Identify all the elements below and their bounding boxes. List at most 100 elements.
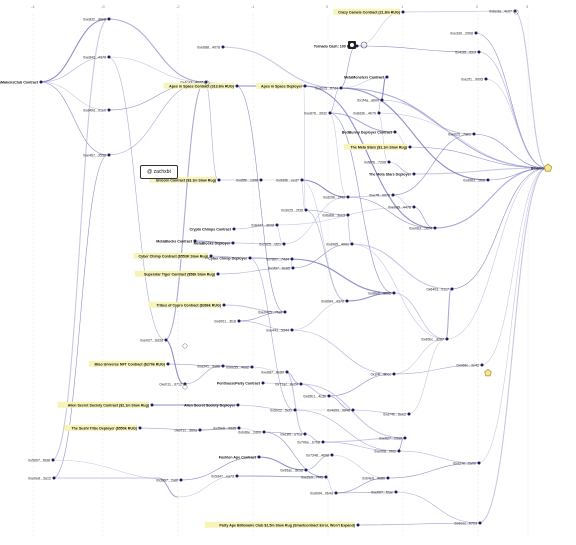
node[interactable]: 0xe011...9712 <box>159 382 182 386</box>
node[interactable]: 0xd0bc...d207 <box>421 337 444 341</box>
node[interactable]: The Meta Stars ($1.1m Slow Rug) <box>344 143 408 150</box>
node[interactable]: 0xd084...4370 <box>321 299 344 303</box>
node[interactable]: 0x95ac...de12 <box>280 468 303 472</box>
diamond-marker[interactable] <box>484 369 492 377</box>
node[interactable]: 0xe2f1...9095 <box>461 77 483 81</box>
node[interactable]: 0xe025...7ab1 <box>448 132 471 136</box>
node[interactable]: 0x9d9b...eed7 <box>276 178 299 182</box>
node[interactable]: 0x3025...2f35 <box>281 208 303 212</box>
node[interactable]: 0x4d93...9848 <box>327 408 350 412</box>
node[interactable]: Fashion Ape Contract <box>219 455 257 459</box>
node[interactable]: The Meta Stars Deployer <box>369 172 412 176</box>
node[interactable]: 0xa341...3a88 <box>197 364 220 368</box>
node[interactable]: 0xd963...1f26 <box>463 178 485 182</box>
node[interactable]: 0x6a68...3ee3 <box>322 213 345 217</box>
node[interactable]: BedBunny Deployer Contract <box>342 130 393 134</box>
node-label: The Meta Stars ($1.1m Slow Rug) <box>350 145 407 149</box>
node[interactable]: 0xe687...8e89 <box>261 370 284 374</box>
node[interactable]: 0x1f4f...8bcc <box>371 372 392 376</box>
node[interactable]: 0x3697...2a6f <box>156 478 178 482</box>
node[interactable]: 0xd094...0b4d <box>310 491 333 495</box>
node[interactable]: 0xe3d9...2008 <box>450 31 473 35</box>
node[interactable]: Apes in Space Deployer <box>256 82 303 89</box>
node[interactable]: 0xf876...7206 <box>364 160 386 164</box>
node[interactable]: 0xd5b1...4c3b <box>303 394 326 398</box>
node[interactable]: 0xd29b...2f4d <box>323 195 345 199</box>
node[interactable]: 0xd49d...01e0 <box>83 108 106 112</box>
node[interactable]: 0xe027...6d3d <box>140 338 163 342</box>
node[interactable]: 0xe0425...7fad <box>258 310 282 314</box>
node[interactable]: 0xd27e...2a00 <box>453 461 476 465</box>
node[interactable]: MetaBlocks Deployer <box>194 241 231 245</box>
node[interactable]: 0xbeda...4e07 <box>489 9 512 13</box>
node[interactable]: 0xb4e9...9080 <box>362 476 385 480</box>
node[interactable]: Unicorn Contract ($3.1m Slow Rug) <box>149 176 217 183</box>
node[interactable]: 0xd5fb...1d98 <box>236 178 258 182</box>
node[interactable]: Tornado Cash: 100 ETH <box>314 44 355 48</box>
node[interactable]: Crypto Chimps Contract <box>189 227 231 231</box>
node[interactable]: 0x2025...1f21 <box>259 242 281 246</box>
node[interactable]: 0x35e6...3dd5 <box>213 426 236 430</box>
node[interactable]: 0x7807...74d4 <box>266 257 289 261</box>
node[interactable]: 0xd001...3fc8 <box>214 319 236 323</box>
node[interactable]: 0x6403...0117 <box>426 287 449 291</box>
node[interactable]: 0xbd6e...2d00 <box>238 430 261 434</box>
node[interactable]: 0x1f97...6e65 <box>268 266 290 270</box>
node[interactable]: 0xe688...4078 <box>197 45 220 49</box>
node[interactable]: 0xe011...360a <box>174 428 197 432</box>
node[interactable]: PenthouseParty Contract <box>217 381 261 385</box>
binance-marker[interactable] <box>543 163 553 172</box>
node[interactable]: Party Ape Billionaire Club $1.5m Slow Ru… <box>204 521 356 528</box>
node[interactable]: 0xbe55...4bd2 <box>226 365 249 369</box>
node[interactable]: Crazy Camels Contract (21.8m RUG) <box>333 8 401 15</box>
node[interactable]: Superstar Tiger Contract ($58k Slow Rug) <box>135 270 216 277</box>
node[interactable]: 0x70be...b7b8 <box>297 440 320 444</box>
node[interactable]: 0x5022...5ef1 <box>270 408 292 412</box>
node[interactable]: Binance <box>531 166 545 170</box>
node[interactable]: CryptoMakensClub Contract <box>0 80 39 84</box>
node[interactable]: 0xe832...90e8 <box>83 17 106 21</box>
node[interactable]: Cyber Chimp Contract ($553K Slow Rug) <box>133 252 209 259</box>
node[interactable]: 0xe063...1604 <box>409 226 432 230</box>
node[interactable]: 0x7348...4b68 <box>306 453 329 457</box>
node[interactable]: 0x5d47...ea73 <box>211 474 234 478</box>
node[interactable]: 0x1f4a...a609 <box>357 98 379 102</box>
node[interactable]: Tribes of Cypro Contract ($386k RUG) <box>148 301 222 308</box>
node[interactable]: 0xdeec...b72d <box>454 521 477 525</box>
node[interactable]: Alien Secret Society Contract ($2.1m Slo… <box>57 401 150 408</box>
node[interactable]: 0x4ca3...4177 <box>180 80 203 84</box>
node[interactable]: MetaMonsters Contract <box>344 75 385 79</box>
node-label: 0x1f4a...a609 <box>357 98 379 102</box>
node[interactable]: The Sushi Tribe Deployer ($550k RUG) <box>64 424 138 431</box>
node[interactable]: 0xe0e8...3a12 <box>28 476 51 480</box>
node[interactable]: Cyber Chimp Deployer <box>208 256 247 260</box>
node[interactable]: 0x71ac...8e24 <box>275 382 298 386</box>
node[interactable]: 0xd025...ff7d4 <box>315 86 338 90</box>
node[interactable]: Alien Secret Society Deployer <box>184 403 236 407</box>
node[interactable]: 0xd74b...6ee2 <box>383 412 406 416</box>
edge <box>484 78 548 169</box>
node[interactable]: 0x41f5...331f <box>455 50 476 54</box>
node[interactable]: 0x6447...3b08 <box>251 223 274 227</box>
node[interactable]: 0xe68c...3e42 <box>456 363 479 367</box>
node-label: MetaBlocks Contract <box>156 239 193 243</box>
node[interactable]: 0x5607...f6d8 <box>28 458 50 462</box>
node[interactable]: 0xe467...3550 <box>83 153 106 157</box>
node[interactable]: 0x8d3b...4b70 <box>353 111 376 115</box>
node[interactable]: 0xe007...f2ae <box>371 490 393 494</box>
node[interactable]: Apes in Space Contract (313.8m RUG) <box>163 82 235 89</box>
node[interactable]: 0xe627...2da8 <box>379 436 402 440</box>
node[interactable]: MetaBlocks Contract <box>156 239 193 243</box>
node[interactable]: 0xe443...5d44 <box>266 328 289 332</box>
edge <box>221 365 252 368</box>
node[interactable]: 0xd6e6...a002 <box>368 291 391 295</box>
node[interactable]: 0xe876...3932 <box>304 111 327 115</box>
node[interactable]: 0xd965...4001 <box>326 242 349 246</box>
node[interactable]: 0xe008...0f02 <box>374 449 396 453</box>
node[interactable]: Miso Universe NFT Contract ($270k RUG) <box>88 360 166 367</box>
node[interactable]: 0xe0d5...4478 <box>388 205 411 209</box>
node[interactable]: 0xe843...4379 <box>83 55 106 59</box>
node[interactable]: 0xe2e0...7f45 <box>301 475 323 479</box>
node[interactable]: 0xe3f0...e7ca <box>280 432 302 436</box>
node[interactable]: 0xe7ff...0076 <box>369 193 390 197</box>
